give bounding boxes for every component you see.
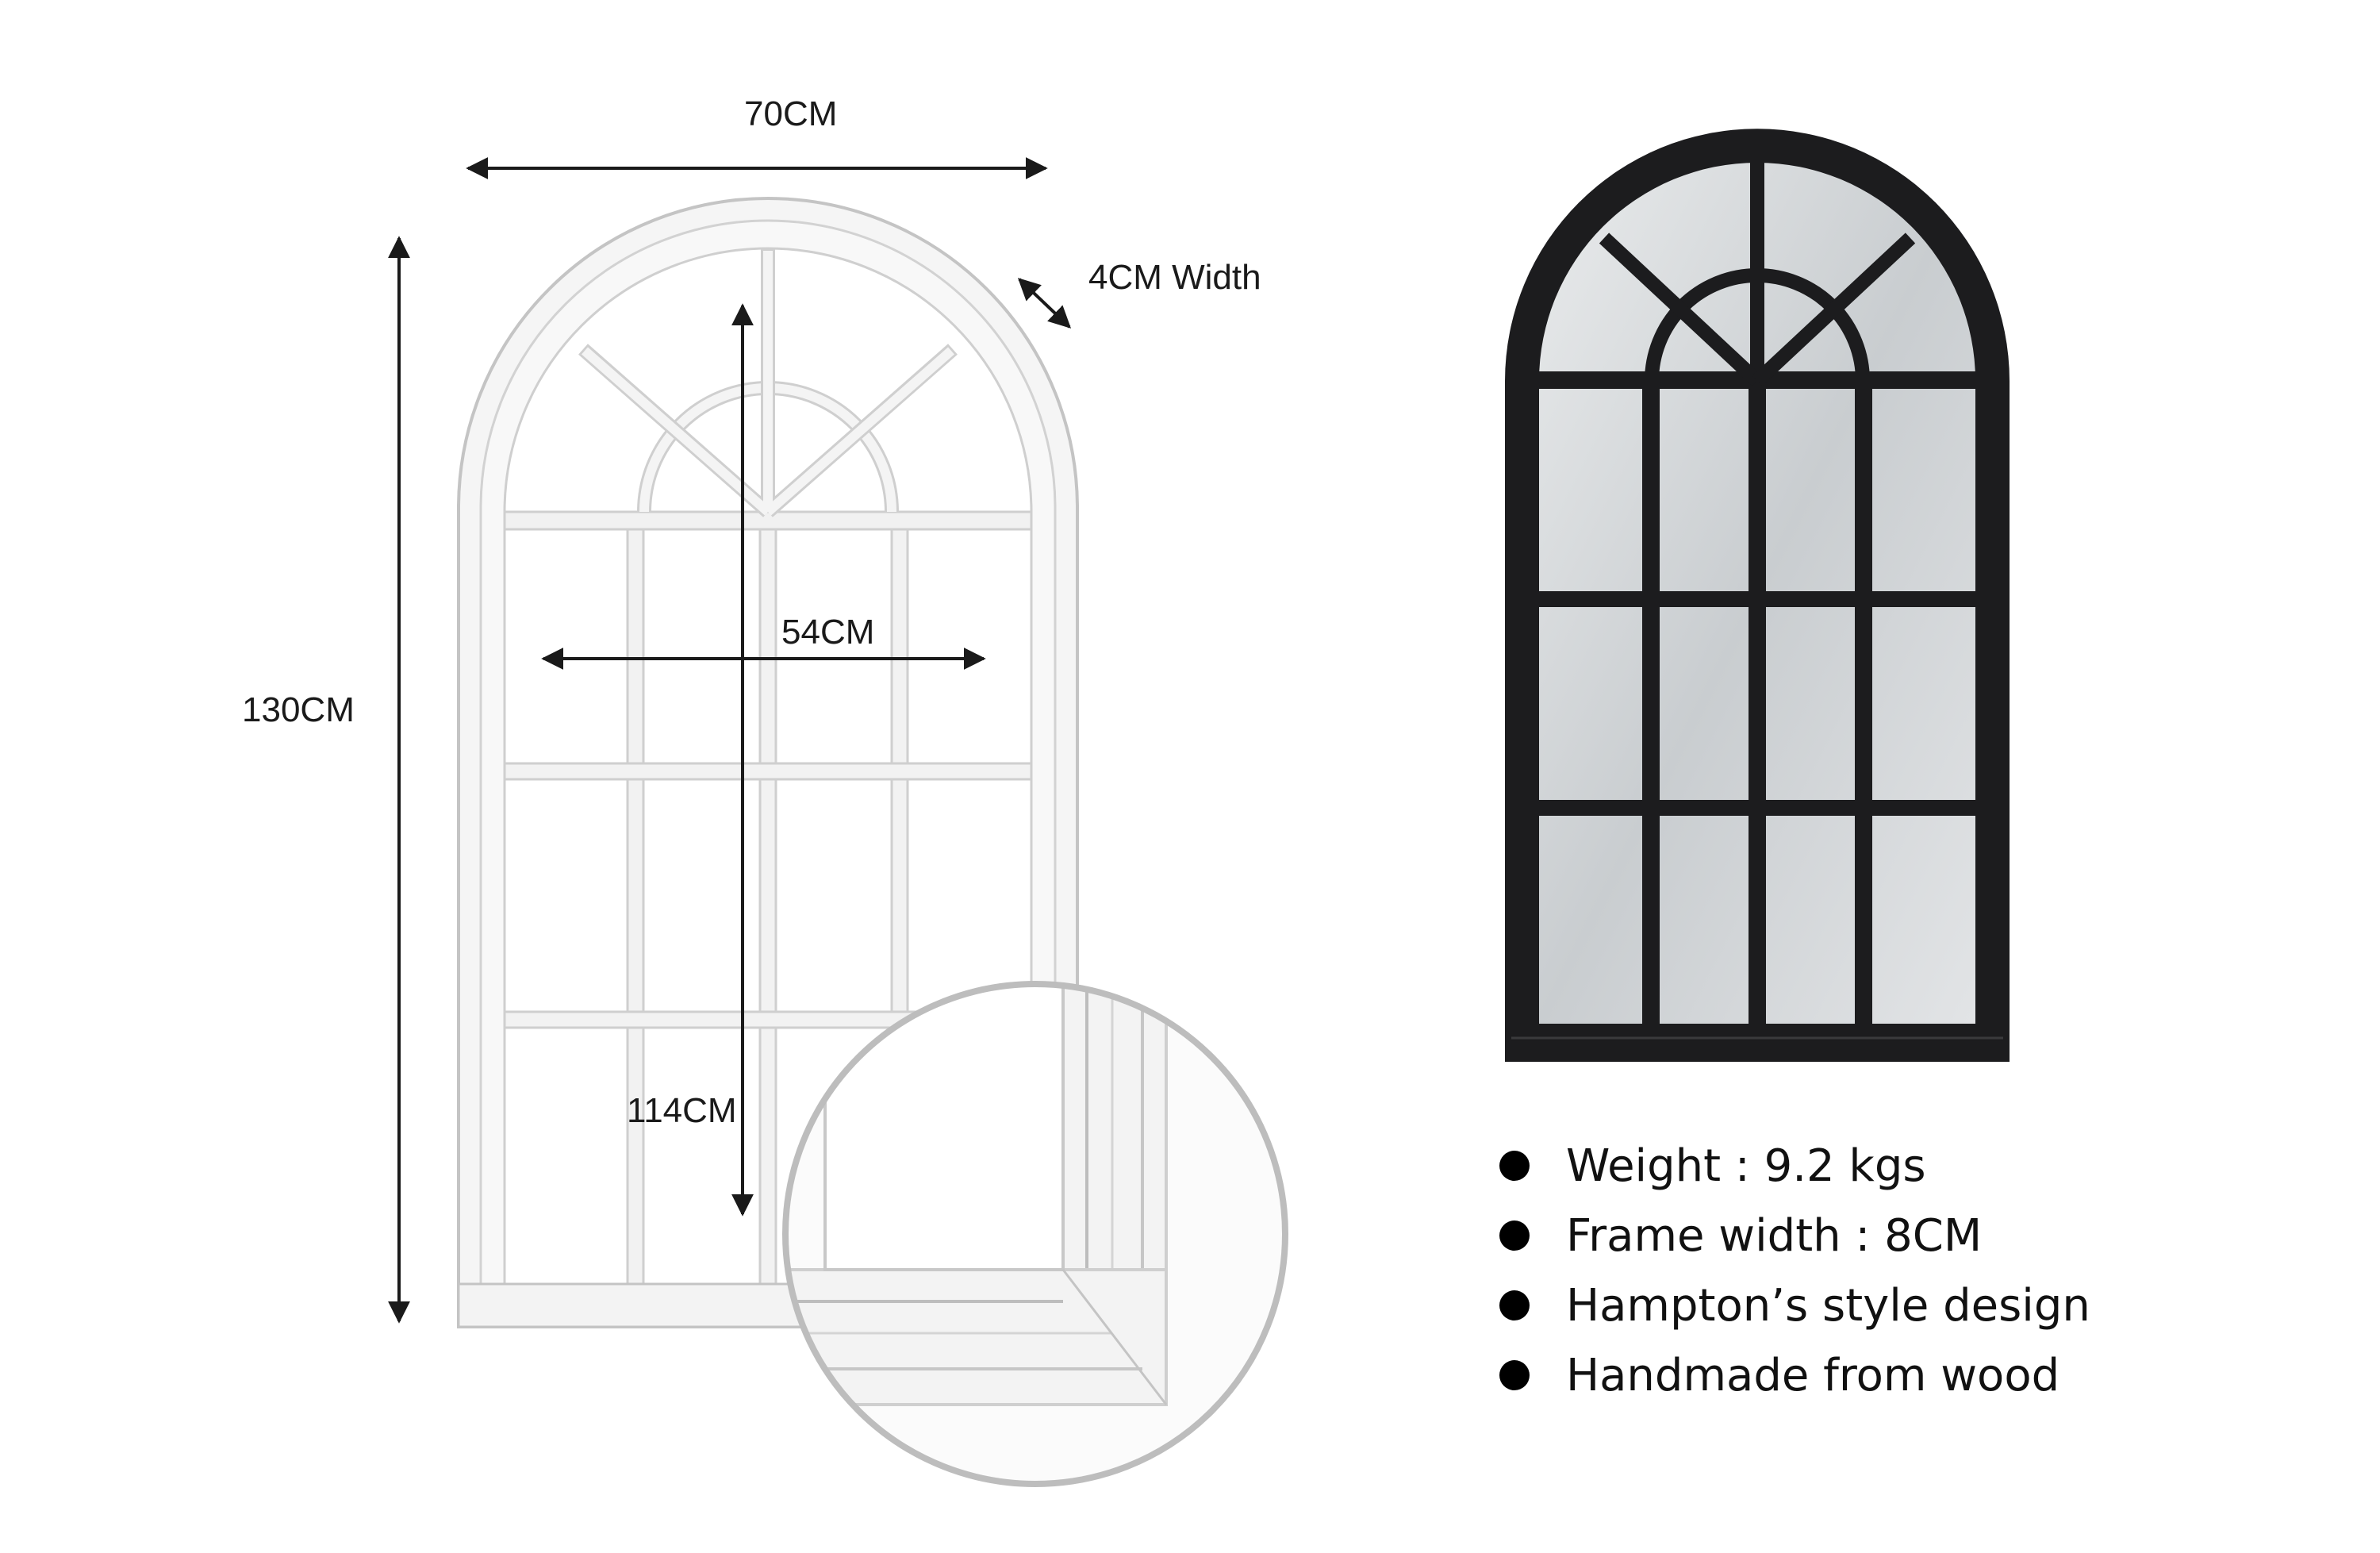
- bullet-icon: [1499, 1290, 1530, 1320]
- depth-arrow: [1017, 278, 1072, 329]
- frame-depth-label: 4CM Width: [1088, 258, 1261, 297]
- spec-style: Hampton’s style design: [1499, 1270, 2090, 1340]
- zoom-detail: [782, 981, 1288, 1487]
- spec-list: Weight : 9.2 kgs Frame width : 8CM Hampt…: [1499, 1131, 2090, 1410]
- spec-text: Frame width : 8CM: [1566, 1209, 1983, 1262]
- bullet-icon: [1499, 1360, 1530, 1390]
- bullet-icon: [1499, 1220, 1530, 1251]
- spec-text: Hampton’s style design: [1566, 1279, 2090, 1332]
- spec-material: Handmade from wood: [1499, 1340, 2090, 1410]
- white-transom: [503, 510, 1033, 531]
- overall-width-label: 70CM: [744, 94, 838, 133]
- spec-frame-width: Frame width : 8CM: [1499, 1201, 2090, 1270]
- spec-text: Weight : 9.2 kgs: [1566, 1140, 1926, 1192]
- dimension-arrows: [388, 157, 1072, 1324]
- inner-height-label: 114CM: [627, 1091, 737, 1130]
- spec-weight: Weight : 9.2 kgs: [1499, 1131, 2090, 1201]
- overall-height-label: 130CM: [242, 690, 355, 729]
- zoom-circle-outline: [782, 981, 1288, 1487]
- black-mirror: [1505, 129, 2010, 1062]
- black-sill: [1505, 1024, 2010, 1062]
- spec-text: Handmade from wood: [1566, 1349, 2060, 1401]
- inner-width-label: 54CM: [781, 613, 875, 652]
- bullet-icon: [1499, 1151, 1530, 1181]
